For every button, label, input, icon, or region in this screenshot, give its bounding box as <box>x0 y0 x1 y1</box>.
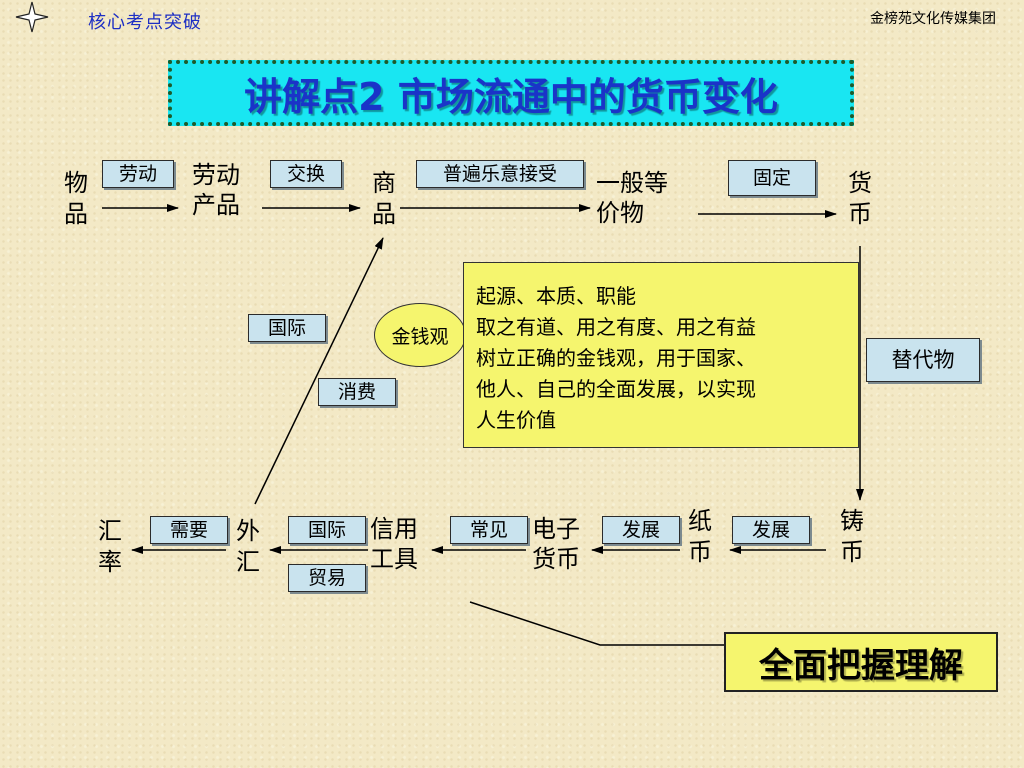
node-yiban-dengjiawu: 一般等 价物 <box>596 168 668 228</box>
node-shangpin: 商品 <box>372 169 396 228</box>
label-guding: 固定 <box>728 160 816 196</box>
node-yiban-line2: 价物 <box>596 199 644 227</box>
node-dianzi-line1: 电子 <box>532 515 580 543</box>
explanation-box: 起源、本质、职能 取之有道、用之有度、用之有益 树立正确的金钱观，用于国家、 他… <box>463 262 859 448</box>
node-xinyong-gongju: 信用 工具 <box>370 514 418 574</box>
callout-line <box>469 601 724 646</box>
node-laodong-chanpin-line2: 产品 <box>192 191 240 219</box>
star-icon <box>15 1 49 33</box>
label-xiaofei: 消费 <box>318 378 396 406</box>
label-fazhan-left: 发展 <box>602 516 680 544</box>
label-fazhan-right: 发展 <box>732 516 810 544</box>
explanation-line-5: 人生价值 <box>476 408 556 432</box>
node-dianzi-huobi: 电子 货币 <box>532 514 580 574</box>
label-pubian-leyi-jieshou: 普遍乐意接受 <box>416 160 584 188</box>
label-tidaiwu: 替代物 <box>866 338 980 382</box>
summary-box: 全面把握理解 <box>724 632 998 692</box>
node-zhibi: 纸币 <box>688 507 712 566</box>
section-title: 核心考点突破 <box>88 12 202 33</box>
node-huilv: 汇率 <box>98 517 122 576</box>
explanation-line-2: 取之有道、用之有度、用之有益 <box>476 315 756 339</box>
node-zhubi: 铸币 <box>840 507 864 566</box>
label-maoyi: 贸易 <box>288 564 366 592</box>
label-guoji-bottom: 国际 <box>288 516 366 544</box>
explanation-line-1: 起源、本质、职能 <box>476 284 636 308</box>
publisher-name: 金榜苑文化传媒集团 <box>870 11 996 27</box>
node-xinyong-line2: 工具 <box>370 545 418 573</box>
node-laodong-chanpin: 劳动 产品 <box>192 160 240 220</box>
explanation-line-3: 树立正确的金钱观，用于国家、 <box>476 346 756 370</box>
label-jiaohuan: 交换 <box>270 160 342 188</box>
node-laodong-chanpin-line1: 劳动 <box>192 161 240 189</box>
arrow-waihui-shangpin <box>254 237 384 505</box>
explanation-line-4: 他人、自己的全面发展，以实现 <box>476 377 756 401</box>
node-waihui: 外汇 <box>236 517 260 576</box>
node-dianzi-line2: 货币 <box>532 545 580 573</box>
label-laodong: 劳动 <box>102 160 174 188</box>
node-huobi: 货币 <box>848 169 872 228</box>
label-xuyao: 需要 <box>150 516 228 544</box>
label-guoji-top: 国际 <box>248 314 326 342</box>
node-yiban-line1: 一般等 <box>596 169 668 197</box>
label-changjian: 常见 <box>450 516 528 544</box>
node-xinyong-line1: 信用 <box>370 515 418 543</box>
node-wupin: 物品 <box>64 169 88 228</box>
ellipse-jinqianguan: 金钱观 <box>374 303 466 367</box>
main-title: 讲解点2 市场流通中的货币变化 <box>168 60 854 126</box>
